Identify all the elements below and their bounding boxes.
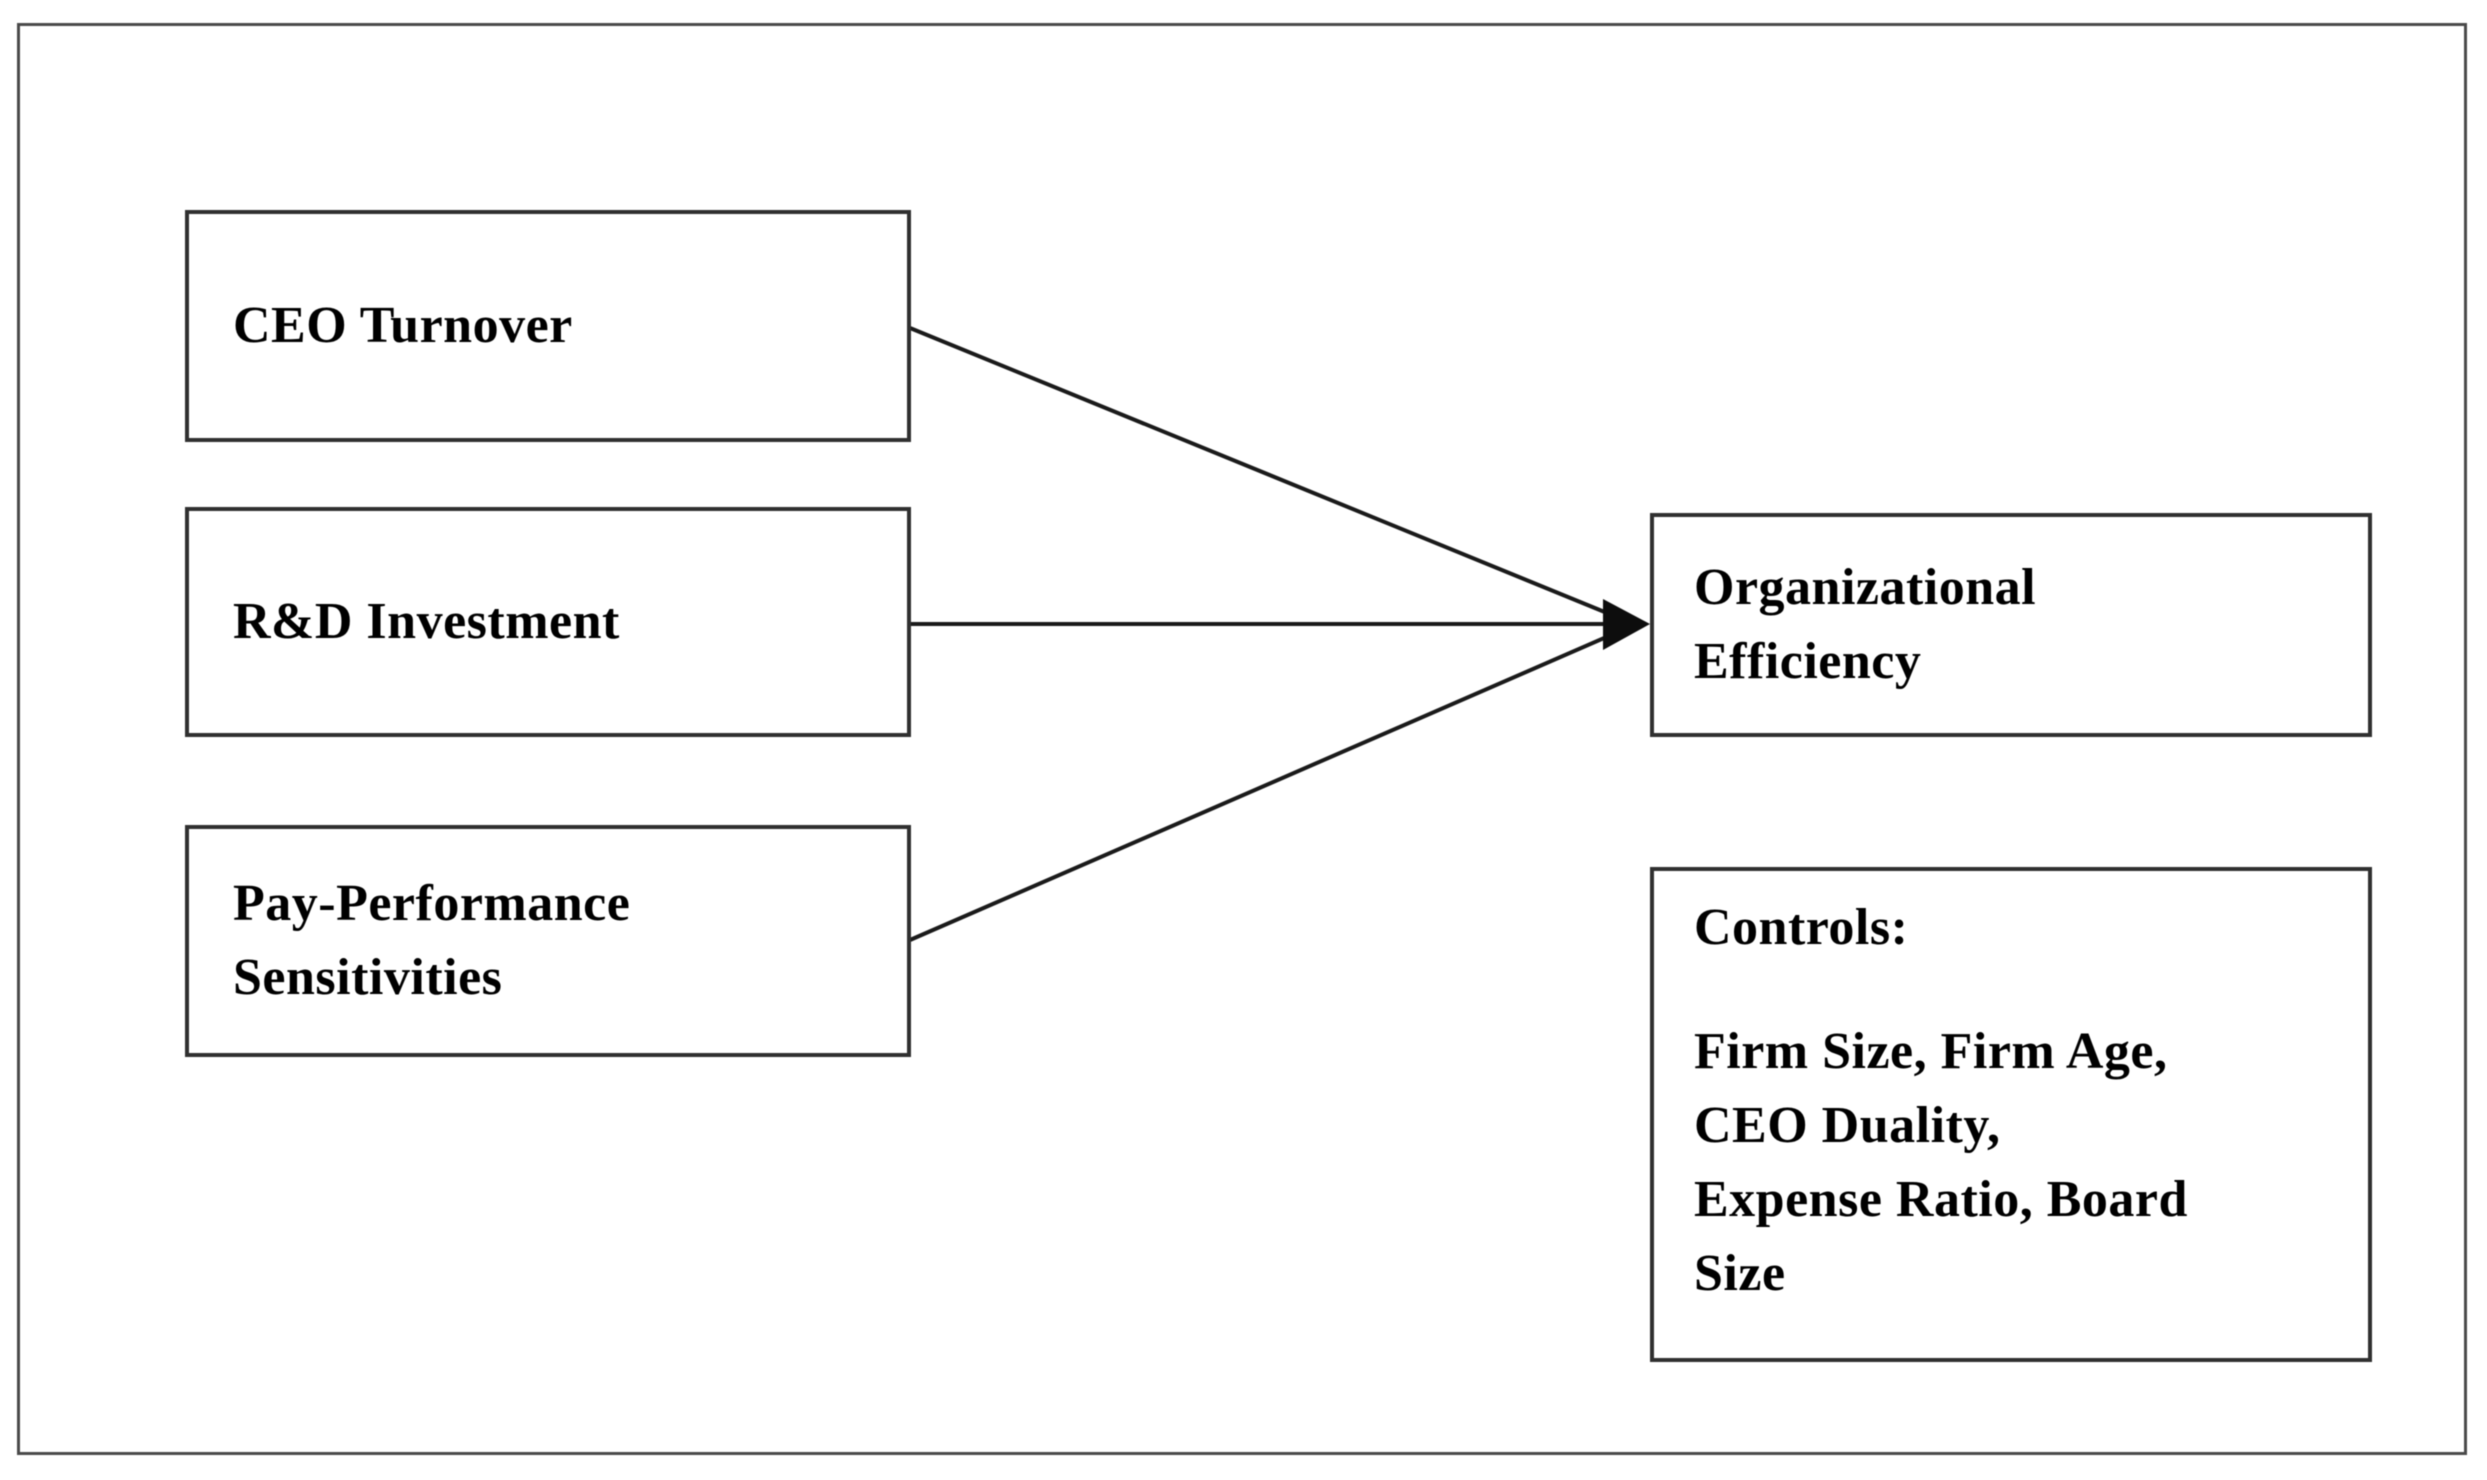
box-pay-performance-sensitivities: Pay-Performance Sensitivities (185, 825, 911, 1057)
controls-list: Firm Size, Firm Age, CEO Duality, Expens… (1694, 1015, 2344, 1311)
organizational-efficiency-label-line2: Efficiency (1694, 633, 1922, 690)
arrow-pay-performance-to-efficiency (909, 623, 1635, 942)
controls-list-line2: CEO Duality, (1694, 1097, 2001, 1154)
controls-heading: Controls: (1694, 899, 1909, 956)
box-organizational-efficiency: Organizational Efficiency (1650, 513, 2372, 737)
ceo-turnover-label: CEO Turnover (233, 297, 573, 354)
pay-performance-label-line1: Pay-Performance (233, 875, 631, 932)
organizational-efficiency-label-line1: Organizational (1694, 559, 2037, 616)
diagram-outer-frame (17, 23, 2467, 1455)
pay-performance-label-line2: Sensitivities (233, 949, 503, 1006)
rd-investment-label: R&D Investment (233, 593, 620, 650)
box-ceo-turnover: CEO Turnover (185, 210, 911, 442)
box-rd-investment: R&D Investment (185, 507, 911, 737)
controls-list-line1: Firm Size, Firm Age, (1694, 1023, 2168, 1080)
controls-list-line4: Size (1694, 1245, 1786, 1302)
controls-list-line3: Expense Ratio, Board (1694, 1171, 2188, 1228)
arrowhead-icon (1603, 599, 1650, 650)
box-controls: Controls: Firm Size, Firm Age, CEO Duali… (1650, 867, 2372, 1362)
arrow-ceo-turnover-to-efficiency (909, 326, 1635, 626)
